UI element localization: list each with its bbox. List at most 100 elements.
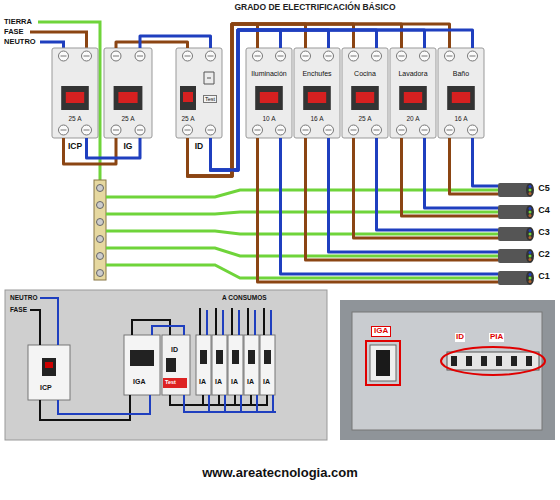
panel-shape [399,86,427,110]
rating-text: 16 A [310,115,323,122]
wire [106,190,498,197]
wire-pair [450,138,499,194]
wire [137,130,143,131]
wire [351,56,357,57]
panel-shape [438,48,484,138]
wire [199,308,201,335]
circuit-name: Lavadora [398,70,427,78]
terminal-screw [135,51,145,61]
wire [326,130,332,131]
panel-shape [264,350,271,364]
panel-shape [511,356,517,366]
panel-shape [42,358,56,376]
device-label: IGA [133,378,145,386]
wire [374,130,380,131]
wire [270,310,272,335]
wire-name: FASE [10,306,27,313]
breaker-module: Baño16 A [438,48,484,138]
cable-drawings [498,183,534,285]
wire [184,395,276,412]
device-label: IA [215,378,222,386]
terminal-screw [529,185,532,188]
phase-wire [402,138,499,216]
terminal-screw [253,125,263,135]
terminal-screw [82,51,92,61]
panel-shape [376,350,390,376]
terminal-screw [301,51,311,61]
wire [470,56,476,57]
panel-shape [130,350,154,366]
terminal-screw [97,253,104,260]
wire [256,395,258,412]
terminal-screw [529,251,532,254]
panel-shape [498,249,530,263]
wire [374,56,380,57]
terminal-screw [529,233,532,236]
panel-shape [176,48,222,138]
wire [206,310,208,335]
wire [61,56,67,57]
wire [240,395,242,412]
callout-label: PIA [489,333,504,342]
callout-label: IGA [371,326,391,337]
neutral-wire [140,36,211,48]
test-button: Test [165,379,176,385]
drawing-group [196,308,275,412]
cable-end: C1 [498,269,554,287]
panel-shape [260,335,275,395]
phase-wire [188,24,258,176]
terminal-screw [445,51,455,61]
panel-shape [498,205,530,219]
drawing-group [52,48,98,138]
device-label: ID [195,142,204,151]
wire [238,310,240,335]
panel-shape [212,335,227,395]
phase-wire [306,138,499,260]
panel-photo-right [340,300,555,440]
terminal-screw [529,211,532,214]
wire [84,130,90,131]
breaker-module: Lavadora20 A [390,48,436,138]
wire [215,308,217,335]
wire-name: NEUTRO [4,38,36,46]
cable-label: C1 [538,272,550,282]
wire [40,298,58,345]
panel-shape [216,350,223,364]
device-label: ICP [68,142,82,151]
panel-shape [255,86,283,110]
drawing-group [104,48,152,138]
wire-pair [306,138,499,260]
panel-shape [196,335,211,395]
cable-end-cap [526,183,534,197]
terminal-screw [97,202,104,209]
breaker-faces [52,48,484,138]
phase-wire [116,42,188,48]
rating-text: 25 A [358,115,371,122]
terminal-screw [529,236,532,239]
neutral-wire [329,138,499,252]
neutral-wire [211,30,281,170]
panel-shape [342,48,388,138]
terminal-screw [97,270,104,277]
device-label: ICP [40,384,52,392]
terminal-screw [529,258,532,261]
wire [255,56,261,57]
cable-end: C2 [498,247,554,265]
terminal-screw [276,125,286,135]
wire-pair [188,24,281,176]
panel-shape [303,86,331,110]
wire [303,56,309,57]
terminal-screw [183,51,193,61]
circuit-name: Cocina [354,70,376,78]
panel-shape [498,227,530,241]
device-label: IA [231,378,238,386]
panel-shape [340,300,555,440]
breaker-module: 25 AIG [104,48,152,138]
cable-label: C3 [538,228,550,238]
wire [254,310,256,335]
terminal-screw [468,125,478,135]
panel-shape [356,92,374,103]
wire [399,56,405,57]
phase-wire [64,138,117,164]
terminal-screw [445,125,455,135]
